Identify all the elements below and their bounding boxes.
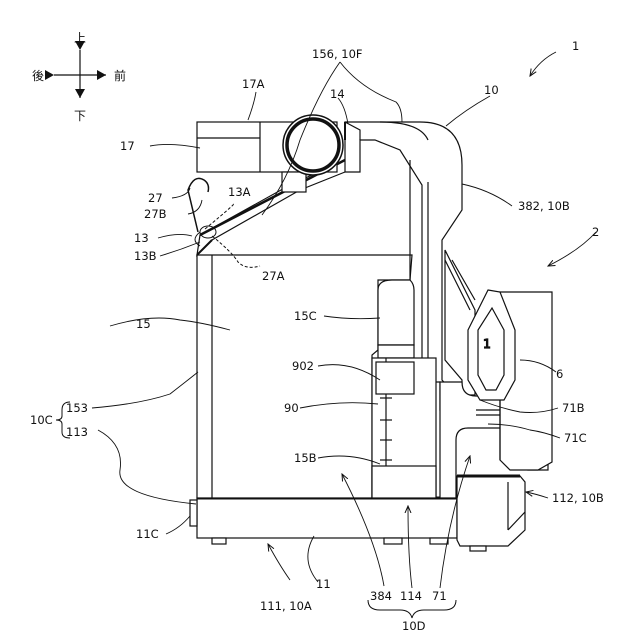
- label-10D: 10D: [402, 619, 426, 633]
- front-tank: 1: [468, 290, 552, 470]
- pipe-14-cross-section: [283, 115, 343, 175]
- label-153: 153: [66, 401, 88, 415]
- direction-front-label: 前: [114, 68, 126, 83]
- label-15: 15: [136, 317, 151, 331]
- label-112-10B: 112, 10B: [552, 491, 604, 505]
- label-11: 11: [316, 577, 331, 591]
- label-10C: 10C: [30, 413, 53, 427]
- label-17: 17: [120, 139, 135, 153]
- label-71B: 71B: [562, 401, 585, 415]
- label-382-10B: 382, 10B: [518, 199, 570, 213]
- label-13B: 13B: [134, 249, 157, 263]
- label-27: 27: [148, 191, 163, 205]
- direction-down-label: 下: [74, 109, 86, 123]
- label-15B: 15B: [294, 451, 317, 465]
- label-6: 6: [556, 367, 563, 381]
- label-71C: 71C: [564, 431, 587, 445]
- label-27A: 27A: [262, 269, 285, 283]
- direction-back-label: 後: [32, 69, 44, 83]
- label-10: 10: [484, 83, 499, 97]
- direction-up-label: 上: [74, 31, 86, 45]
- label-71: 71: [432, 589, 447, 603]
- label-11C: 11C: [136, 527, 159, 541]
- label-15C: 15C: [294, 309, 317, 323]
- label-13A: 13A: [228, 185, 251, 199]
- label-14: 14: [330, 87, 345, 101]
- label-1: 1: [572, 39, 579, 53]
- direction-indicator: 上 下 後 前: [32, 31, 126, 123]
- label-13: 13: [134, 231, 149, 245]
- label-27B: 27B: [144, 207, 167, 221]
- label-111-10A: 111, 10A: [260, 599, 312, 613]
- label-384: 384: [370, 589, 392, 603]
- panel-digit: 1: [483, 337, 491, 351]
- label-902: 902: [292, 359, 314, 373]
- label-114: 114: [400, 589, 422, 603]
- label-2: 2: [592, 225, 599, 239]
- label-156-10F: 156, 10F: [312, 47, 363, 61]
- label-17A: 17A: [242, 77, 265, 91]
- label-90: 90: [284, 401, 299, 415]
- label-113: 113: [66, 425, 88, 439]
